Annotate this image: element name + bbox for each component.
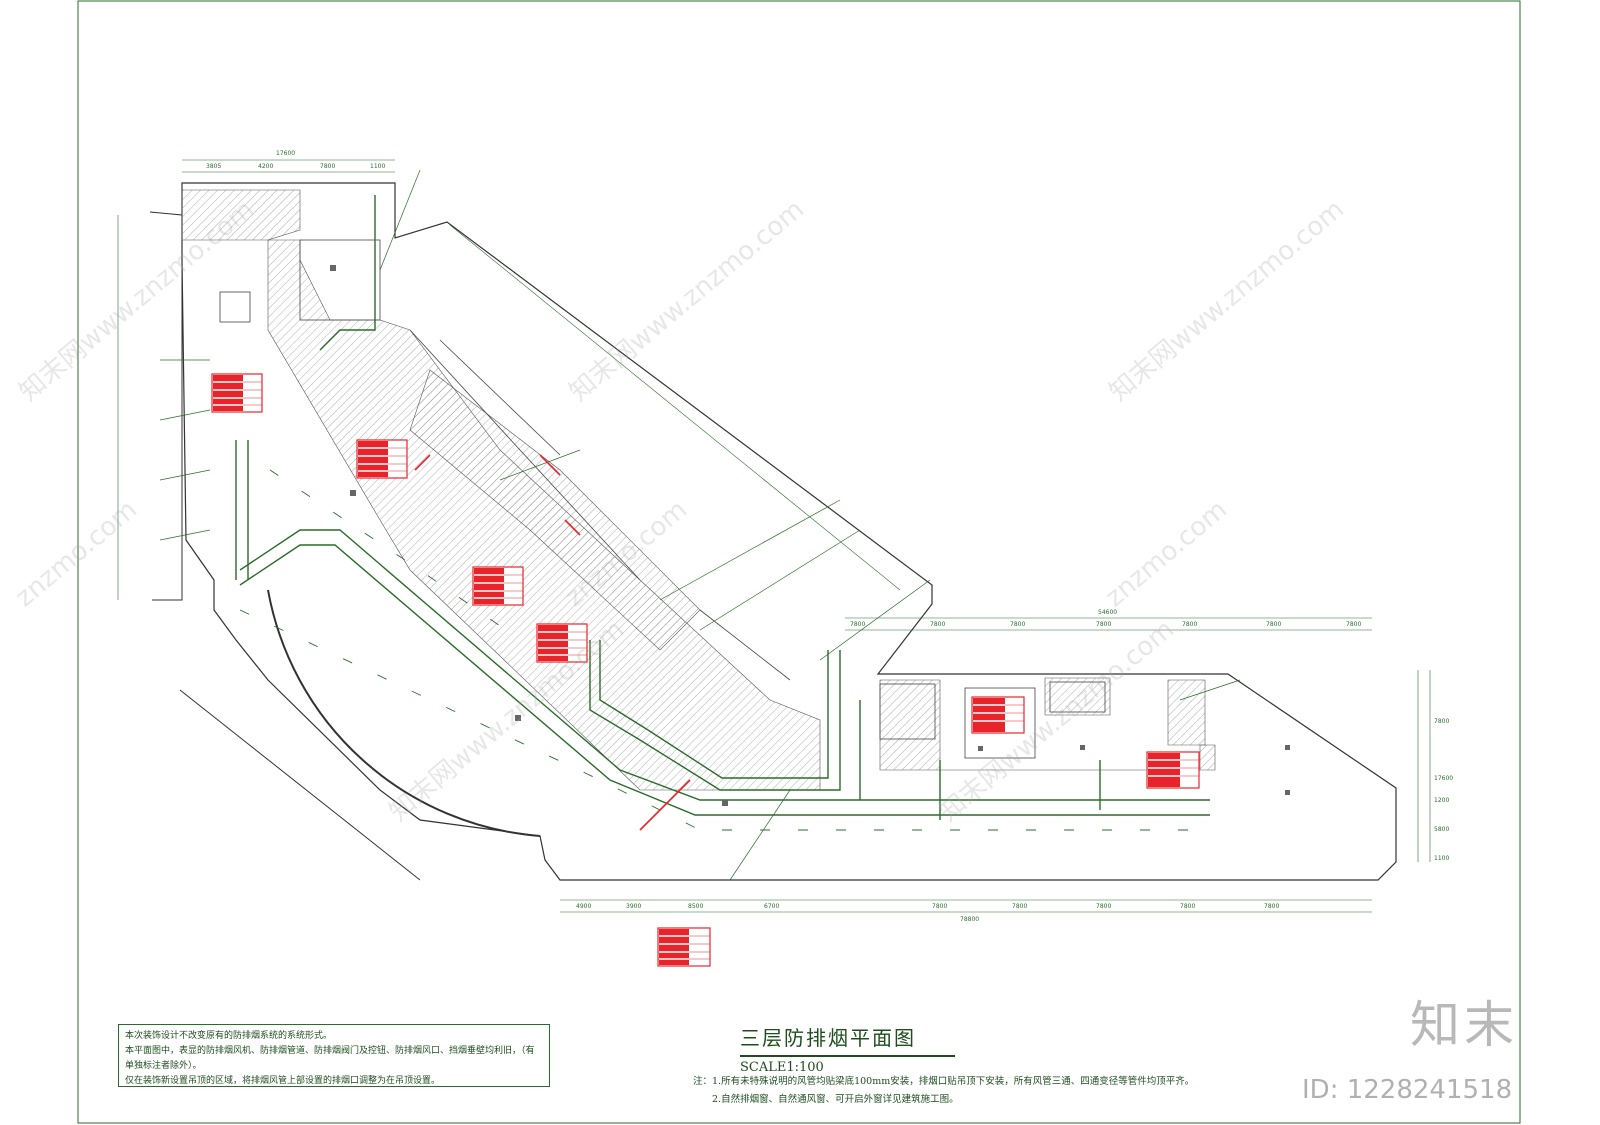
dim-right-seg-4: 7800 xyxy=(1096,621,1112,628)
legend-table-fills xyxy=(213,375,1180,965)
dim-side-right-4: 5800 xyxy=(1434,826,1450,833)
dim-bottom-seg-4: 6700 xyxy=(764,903,780,910)
dimension-lines xyxy=(117,159,1431,913)
dim-bottom-total: 78800 xyxy=(960,916,980,923)
dim-top-seg-3: 7800 xyxy=(320,163,336,170)
title-underline xyxy=(740,1055,955,1057)
design-note-line: 仅在装饰新设置吊顶的区域，将排烟风管上部设置的排烟口调整为在吊顶设置。 xyxy=(125,1076,441,1086)
legend-table-rows xyxy=(212,381,1199,960)
dim-bottom-seg-5: 7800 xyxy=(932,903,948,910)
watermark-logo: 知末 xyxy=(1410,996,1518,1054)
dim-right-total: 54600 xyxy=(1098,609,1118,616)
design-note-box: 本次装饰设计不改变原有的防排烟系统的系统形式。 本平面图中，表显的防排烟风机、防… xyxy=(118,1024,550,1087)
note-1: 注：1.所有未特殊说明的风管均贴梁底100mm安装，排烟口贴吊顶下安装，所有风管… xyxy=(693,1076,1195,1087)
hatched-areas xyxy=(181,189,1216,791)
dim-right-seg-5: 7800 xyxy=(1182,621,1198,628)
dim-right-seg-1: 7800 xyxy=(850,621,866,628)
dim-bottom-seg-1: 4900 xyxy=(576,903,592,910)
watermark-id: ID: 1228241518 xyxy=(1302,1075,1513,1105)
dim-top-seg-4: 1100 xyxy=(370,163,386,170)
interior-walls xyxy=(219,239,1106,759)
sprinkler-line xyxy=(239,469,1210,831)
title-block: 三层防排烟平面图 SCALE1:100 xyxy=(740,1022,955,1075)
dim-bottom-seg-3: 8500 xyxy=(688,903,704,910)
dim-right-seg-7: 7800 xyxy=(1346,621,1362,628)
smoke-outlets xyxy=(330,265,1290,806)
dim-top-seg-1: 3805 xyxy=(206,163,222,170)
drawing-scale: SCALE1:100 xyxy=(740,1060,824,1075)
general-notes: 注：1.所有未特殊说明的风管均贴梁底100mm安装，排烟口贴吊顶下安装，所有风管… xyxy=(693,1073,1194,1109)
dim-right-seg-6: 7800 xyxy=(1266,621,1282,628)
building-outline xyxy=(149,182,1397,881)
note-2: 2.自然排烟窗、自然通风窗、可开启外窗详见建筑施工图。 xyxy=(712,1094,959,1105)
dim-top-seg-2: 4200 xyxy=(258,163,274,170)
dim-bottom-seg-7: 7800 xyxy=(1096,903,1112,910)
drawing-title: 三层防排烟平面图 xyxy=(740,1026,916,1050)
smoke-barriers xyxy=(414,454,691,831)
dim-bottom-seg-6: 7800 xyxy=(1012,903,1028,910)
dim-bottom-seg-8: 7800 xyxy=(1180,903,1196,910)
dim-right-seg-3: 7800 xyxy=(1010,621,1026,628)
smoke-exhaust-ducts xyxy=(235,195,1210,820)
dim-side-right-3: 1200 xyxy=(1434,797,1450,804)
dim-side-right-2: 7800 xyxy=(1434,718,1450,725)
dim-right-seg-2: 7800 xyxy=(930,621,946,628)
design-note-line: 本次装饰设计不改变原有的防排烟系统的系统形式。 xyxy=(125,1031,333,1041)
dim-top-total: 17600 xyxy=(276,150,296,157)
dim-bottom-seg-9: 7800 xyxy=(1264,903,1280,910)
dim-bottom-seg-2: 3900 xyxy=(626,903,642,910)
dim-side-right-1: 17600 xyxy=(1434,775,1454,782)
design-note-line: 本平面图中，表显的防排烟风机、防排烟管道、防排烟阀门及控钮、防排烟风口、挡烟垂壁… xyxy=(125,1046,535,1071)
drawing-frame xyxy=(77,0,1521,1124)
dim-side-right-5: 1100 xyxy=(1434,855,1450,862)
